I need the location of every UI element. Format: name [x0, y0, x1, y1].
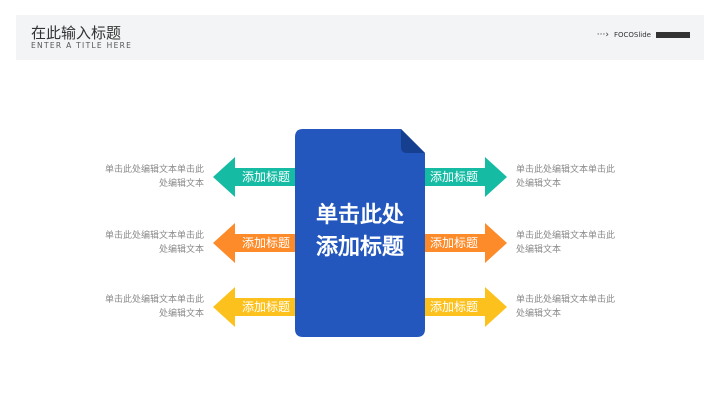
desc-line: 单击此处编辑文本单击此	[104, 231, 204, 241]
desc-line: 处编辑文本	[158, 179, 204, 189]
desc-line: 单击此处编辑文本单击此	[104, 165, 204, 175]
right-arrow	[425, 223, 507, 263]
brand: ···› FOCOSlide	[597, 30, 690, 40]
left-arrow	[213, 223, 295, 263]
desc-line: 单击此处编辑文本单击此	[516, 295, 616, 305]
document-icon	[295, 129, 425, 337]
desc-line: 处编辑文本	[516, 245, 562, 255]
desc-line: 单击此处编辑文本单击此	[516, 165, 616, 175]
right-arrow-label[interactable]: 添加标题	[429, 300, 478, 314]
right-description[interactable]: 单击此处编辑文本单击此处编辑文本	[516, 229, 626, 257]
brand-bar	[656, 32, 690, 38]
left-description[interactable]: 单击此处编辑文本单击此处编辑文本	[94, 229, 204, 257]
main-title[interactable]: 单击此处 添加标题	[295, 200, 425, 264]
desc-line: 处编辑文本	[158, 245, 204, 255]
left-description[interactable]: 单击此处编辑文本单击此处编辑文本	[94, 293, 204, 321]
page-title: 在此输入标题	[31, 24, 122, 42]
right-description[interactable]: 单击此处编辑文本单击此处编辑文本	[516, 163, 626, 191]
right-arrow	[425, 157, 507, 197]
left-description[interactable]: 单击此处编辑文本单击此处编辑文本	[94, 163, 204, 191]
right-arrow	[425, 287, 507, 327]
left-arrow	[213, 157, 295, 197]
main-title-line1: 单击此处	[315, 203, 404, 228]
left-arrow-label[interactable]: 添加标题	[241, 170, 290, 184]
left-arrow-label[interactable]: 添加标题	[241, 300, 290, 314]
right-arrow-label[interactable]: 添加标题	[429, 170, 478, 184]
right-arrow-label[interactable]: 添加标题	[429, 236, 478, 250]
desc-line: 单击此处编辑文本单击此	[516, 231, 616, 241]
desc-line: 处编辑文本	[516, 179, 562, 189]
page-subtitle: ENTER A TITLE HERE	[31, 41, 133, 50]
desc-line: 处编辑文本	[158, 309, 204, 319]
right-description[interactable]: 单击此处编辑文本单击此处编辑文本	[516, 293, 626, 321]
left-arrow-label[interactable]: 添加标题	[241, 236, 290, 250]
main-title-line2: 添加标题	[315, 235, 404, 260]
brand-label: FOCOSlide	[613, 31, 651, 39]
desc-line: 单击此处编辑文本单击此	[104, 295, 204, 305]
dotted-arrow-icon: ···›	[596, 30, 609, 40]
left-arrow	[213, 287, 295, 327]
desc-line: 处编辑文本	[516, 309, 562, 319]
header-band: 在此输入标题 ENTER A TITLE HERE ···› FOCOSlide	[16, 15, 704, 60]
